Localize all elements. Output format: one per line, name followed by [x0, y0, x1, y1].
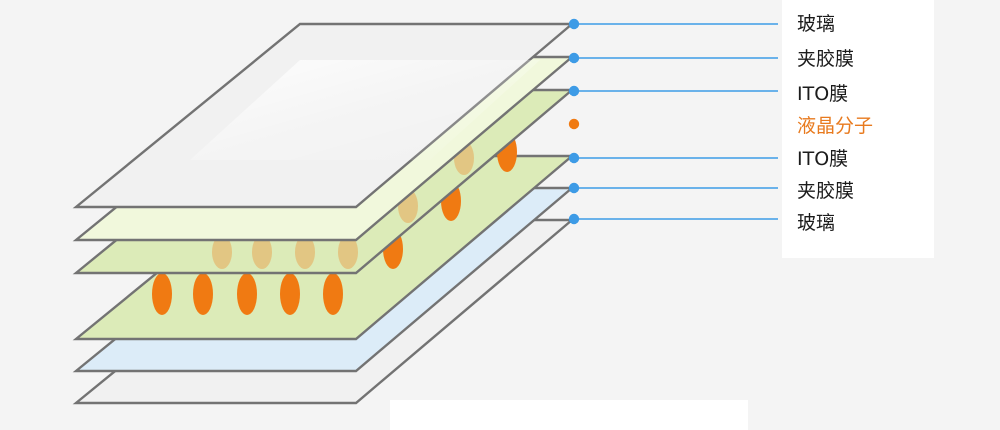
leader-dot-liquid-crystal: [568, 118, 580, 130]
leader-dot-ito-film-top: [568, 85, 580, 97]
leader-dot-glass-top: [568, 18, 580, 30]
liquid-crystal-molecule-faded: [295, 235, 315, 269]
liquid-crystal-molecule-faded: [338, 235, 358, 269]
liquid-crystal-molecule: [280, 273, 300, 315]
leader-dot-interlayer-film-top: [568, 52, 580, 64]
bottom-panel-background: [390, 400, 748, 430]
leader-dot-glass-bottom: [568, 213, 580, 225]
liquid-crystal-molecule-faded: [252, 235, 272, 269]
leader-dot-interlayer-film-bottom: [568, 182, 580, 194]
glass-sheen: [190, 60, 540, 160]
liquid-crystal-molecule-faded: [212, 235, 232, 269]
liquid-crystal-molecule: [193, 273, 213, 315]
leader-dot-ito-film-bottom: [568, 152, 580, 164]
label-interlayer-film-bottom: 夹胶膜: [797, 180, 855, 202]
label-liquid-crystal: 液晶分子: [797, 115, 874, 137]
liquid-crystal-molecule: [152, 273, 172, 315]
liquid-crystal-molecule: [237, 273, 257, 315]
label-glass-bottom: 玻璃: [797, 212, 836, 234]
label-ito-film-bottom: ITO膜: [797, 148, 849, 170]
label-glass-top: 玻璃: [797, 13, 836, 35]
label-panel-background: [782, 0, 934, 258]
label-interlayer-film-top: 夹胶膜: [797, 48, 855, 70]
liquid-crystal-molecule: [323, 273, 343, 315]
label-ito-film-top: ITO膜: [797, 83, 849, 105]
